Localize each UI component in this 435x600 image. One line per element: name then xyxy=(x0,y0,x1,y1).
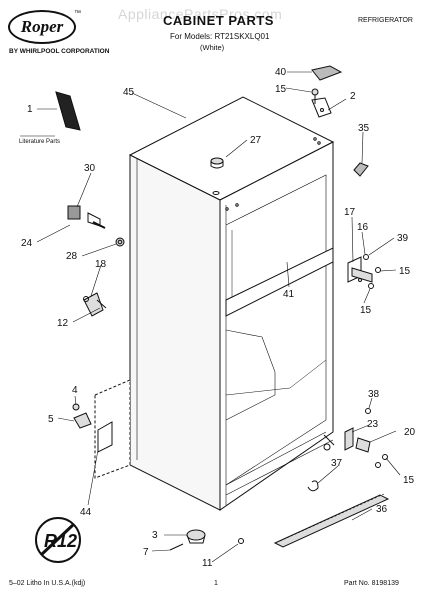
callout-1: 1 xyxy=(27,104,33,115)
door-latch-parts xyxy=(67,205,125,247)
top-hinge-assembly xyxy=(311,65,343,118)
callout-38: 38 xyxy=(368,389,380,400)
callout-15-center: 15 xyxy=(399,266,411,277)
brand-logo: Roper xyxy=(8,10,76,44)
callout-41: 41 xyxy=(283,289,295,300)
callout-3: 3 xyxy=(152,530,158,541)
footer-litho: 5–02 Litho In U.S.A.(kdj) xyxy=(9,580,86,587)
callout-15-top: 15 xyxy=(275,84,287,95)
callout-37: 37 xyxy=(331,458,343,469)
category-label: REFRIGERATOR xyxy=(358,17,413,24)
color-line: (White) xyxy=(200,43,225,52)
callout-45: 45 xyxy=(123,87,135,98)
trademark-mark: ™ xyxy=(74,10,81,17)
callout-16: 16 xyxy=(357,222,369,233)
brand-logo-text: Roper xyxy=(20,17,64,36)
models-line: For Models: RT21SKXLQ01 xyxy=(170,32,270,41)
callout-15-bottom: 15 xyxy=(403,475,415,486)
hinge-cover-strip xyxy=(353,162,369,177)
footer-part-number: Part No. 8198139 xyxy=(344,580,399,587)
callout-35: 35 xyxy=(358,123,370,134)
lower-left-hinge xyxy=(83,292,107,317)
watermark: AppliancePartsPros.com xyxy=(118,6,283,22)
callout-44: 44 xyxy=(80,507,92,518)
callout-30: 30 xyxy=(84,163,96,174)
callout-18: 18 xyxy=(95,259,107,270)
back-panel-bracket xyxy=(94,379,131,479)
callout-2: 2 xyxy=(350,91,356,102)
callout-11: 11 xyxy=(202,558,213,569)
callout-5: 5 xyxy=(48,414,54,425)
callout-17: 17 xyxy=(344,207,356,218)
callout-27: 27 xyxy=(250,135,262,146)
callout-36: 36 xyxy=(376,504,388,515)
callout-39: 39 xyxy=(397,233,409,244)
callout-15-mid: 15 xyxy=(360,305,372,316)
footer-page-number: 1 xyxy=(214,580,218,587)
callout-12: 12 xyxy=(57,318,69,329)
callout-4: 4 xyxy=(72,385,78,396)
r12-stamp-graphic xyxy=(35,517,81,563)
r12-stamp: R12 xyxy=(44,531,77,551)
callout-20: 20 xyxy=(404,427,416,438)
center-hinge-assembly xyxy=(347,254,381,289)
corporation-label: BY WHIRLPOOL CORPORATION xyxy=(9,48,110,55)
literature-parts-label: Literature Parts xyxy=(19,139,61,145)
top-plug xyxy=(210,157,224,169)
grille-clip xyxy=(307,480,319,492)
callout-28: 28 xyxy=(66,251,78,262)
toe-grille xyxy=(273,493,390,548)
callout-7: 7 xyxy=(143,547,149,558)
bottom-hinge-assembly xyxy=(323,408,388,468)
callout-40: 40 xyxy=(275,67,287,78)
left-leveler xyxy=(72,403,92,429)
literature-booklet xyxy=(20,91,81,137)
front-leveling-leg xyxy=(169,529,244,551)
callout-23: 23 xyxy=(367,419,379,430)
cabinet-body xyxy=(128,96,335,511)
callout-24: 24 xyxy=(21,238,33,249)
page-title: CABINET PARTS xyxy=(163,13,274,28)
